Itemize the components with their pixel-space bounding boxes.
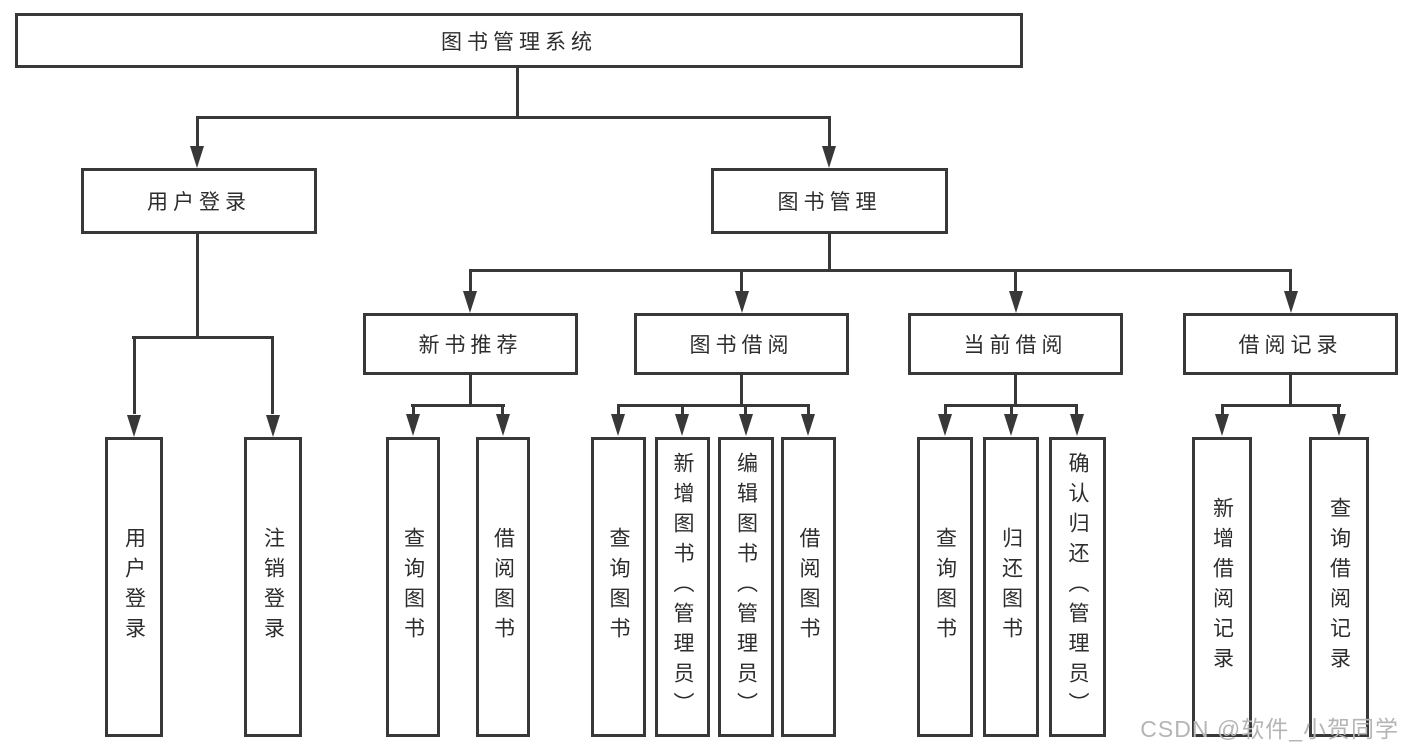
connector-arrow-down [801, 414, 815, 436]
node-label: 借阅图书 [491, 527, 515, 647]
connector-line [469, 269, 472, 293]
connector-line [1010, 404, 1013, 416]
leaf-add-book-admin: 新增图书（管理员） [655, 437, 710, 737]
connector-arrow-down [496, 414, 510, 436]
node-current-borrowing: 当前借阅 [908, 313, 1123, 375]
node-label: 查询图书 [933, 527, 957, 647]
leaf-edit-book-admin: 编辑图书（管理员） [718, 437, 774, 737]
node-book-management: 图书管理 [711, 168, 948, 234]
connector-line [1014, 269, 1017, 293]
node-label: 查询图书 [401, 527, 425, 647]
leaf-return-book: 归还图书 [983, 437, 1039, 737]
leaf-confirm-return-admin: 确认归还（管理员） [1049, 437, 1106, 737]
connector-line [1289, 269, 1292, 293]
connector-line [807, 404, 810, 416]
connector-line [501, 404, 504, 416]
connector-line [516, 68, 519, 119]
node-label: 图书借阅 [689, 334, 794, 357]
connector-line [681, 404, 684, 416]
connector-line [1221, 404, 1341, 407]
node-label: 用户登录 [147, 191, 251, 214]
connector-line [828, 116, 831, 150]
connector-arrow-down [822, 146, 836, 168]
leaf-query-book-recommend: 查询图书 [386, 437, 440, 737]
connector-line [744, 404, 747, 416]
connector-line [196, 116, 199, 150]
node-label: 新增借阅记录 [1210, 497, 1234, 677]
connector-line [1289, 375, 1292, 406]
connector-arrow-down [1004, 414, 1018, 436]
connector-line [469, 375, 472, 406]
node-label: 新增图书（管理员） [671, 452, 695, 722]
node-label: 借阅图书 [797, 527, 821, 647]
node-label: 图书管理系统 [441, 30, 597, 54]
connector-line [740, 269, 743, 293]
node-label: 确认归还（管理员） [1066, 452, 1090, 722]
leaf-add-borrow-record: 新增借阅记录 [1192, 437, 1252, 737]
connector-arrow-down [735, 291, 749, 313]
connector-line [617, 404, 620, 416]
node-label: 图书管理 [777, 191, 882, 214]
node-borrowing-records: 借阅记录 [1183, 313, 1398, 375]
node-label: 查询借阅记录 [1327, 497, 1351, 677]
connector-line [469, 269, 1292, 272]
leaf-query-book-borrowing: 查询图书 [591, 437, 646, 737]
leaf-query-book-current: 查询图书 [917, 437, 973, 737]
connector-line [828, 234, 831, 272]
connector-arrow-down [1070, 414, 1084, 436]
connector-arrow-down [611, 414, 625, 436]
node-user-login: 用户登录 [81, 168, 317, 234]
connector-line [944, 404, 947, 416]
node-library-management-system: 图书管理系统 [15, 13, 1023, 68]
connector-arrow-down [1284, 291, 1298, 313]
connector-line [132, 336, 274, 339]
connector-line [133, 336, 136, 414]
connector-arrow-down [463, 291, 477, 313]
leaf-borrow-book-recommend: 借阅图书 [476, 437, 530, 737]
node-label: 当前借阅 [963, 334, 1068, 357]
connector-arrow-down [127, 415, 141, 437]
node-label: 查询图书 [607, 527, 631, 647]
leaf-logout: 注销登录 [244, 437, 302, 737]
connector-line [196, 234, 199, 338]
csdn-watermark: CSDN @软件_小贺同学 [1140, 716, 1399, 742]
node-label: 新书推荐 [418, 334, 523, 357]
connector-arrow-down [1215, 414, 1229, 436]
node-label: 用户登录 [122, 527, 146, 647]
connector-line [412, 404, 415, 416]
connector-line [1014, 375, 1017, 406]
connector-arrow-down [266, 415, 280, 437]
connector-arrow-down [406, 414, 420, 436]
connector-line [271, 336, 274, 414]
connector-arrow-down [1332, 414, 1346, 436]
leaf-user-login: 用户登录 [105, 437, 163, 737]
node-label: 编辑图书（管理员） [734, 452, 758, 722]
connector-line [1337, 404, 1340, 416]
connector-line [196, 116, 831, 119]
connector-arrow-down [675, 414, 689, 436]
connector-line [411, 404, 505, 407]
leaf-query-borrow-record: 查询借阅记录 [1309, 437, 1369, 737]
connector-arrow-down [190, 146, 204, 168]
connector-line [1221, 404, 1224, 416]
connector-line [1075, 404, 1078, 416]
connector-arrow-down [739, 414, 753, 436]
node-book-borrowing: 图书借阅 [634, 313, 849, 375]
node-label: 注销登录 [261, 527, 285, 647]
connector-arrow-down [1009, 291, 1023, 313]
connector-arrow-down [938, 414, 952, 436]
node-new-book-recommend: 新书推荐 [363, 313, 578, 375]
node-label: 借阅记录 [1238, 334, 1343, 357]
connector-line [740, 375, 743, 406]
connector-line [617, 404, 810, 407]
leaf-borrow-book: 借阅图书 [781, 437, 836, 737]
node-label: 归还图书 [999, 527, 1023, 647]
